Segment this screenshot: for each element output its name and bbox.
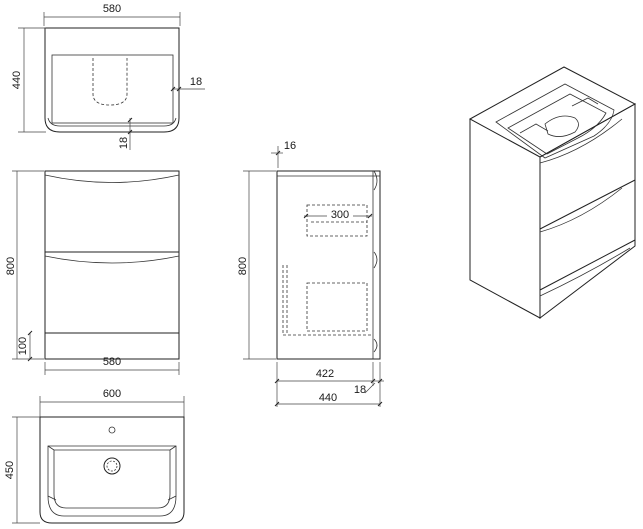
waste-cutout-outline: [92, 58, 128, 106]
dim-basin-width: 600: [103, 388, 121, 400]
basin-bowl-outer: [47, 445, 177, 517]
isometric-view: [468, 66, 637, 320]
iso-front-face: [539, 103, 636, 320]
side-view: 300 16 800 422 18 440: [237, 140, 384, 407]
front-view: 800 100 580: [5, 170, 180, 375]
dim-front-width: 580: [103, 356, 121, 368]
dim-basin-depth: 450: [4, 461, 16, 479]
front-cabinet-outline: [44, 170, 180, 360]
iso-drawer-divider: [539, 179, 636, 230]
dim-top-side-thickness: 18: [190, 76, 202, 88]
dim-side-depth: 440: [319, 392, 337, 404]
iso-top-outline: [468, 66, 637, 158]
side-cabinet-outline: [276, 170, 381, 360]
dim-plinth-height: 100: [17, 337, 29, 355]
top-view: 580 440 18 18: [11, 3, 205, 150]
dim-side-height: 800: [237, 257, 249, 275]
basin-outline: [39, 416, 185, 524]
lower-drawer-hidden: [306, 282, 368, 332]
basin-view: 600 450: [4, 388, 185, 524]
dim-drawer-depth: 300: [331, 209, 349, 221]
waste-outlet: [103, 457, 121, 475]
dim-panel-thickness: 18: [354, 384, 366, 396]
dim-top-bottom-thickness: 18: [118, 137, 130, 149]
top-view-outline: [44, 27, 180, 133]
upper-drawer-hidden: [306, 204, 368, 237]
dim-inner-depth: 422: [316, 368, 334, 380]
dim-top-depth: 440: [11, 71, 23, 89]
basin-bowl-inner: [53, 449, 171, 509]
dim-top-width: 580: [103, 3, 121, 15]
dim-top-thickness: 16: [284, 140, 296, 152]
dim-front-height: 800: [5, 257, 17, 275]
top-view-inner: [51, 54, 174, 124]
tap-hole: [108, 426, 116, 434]
